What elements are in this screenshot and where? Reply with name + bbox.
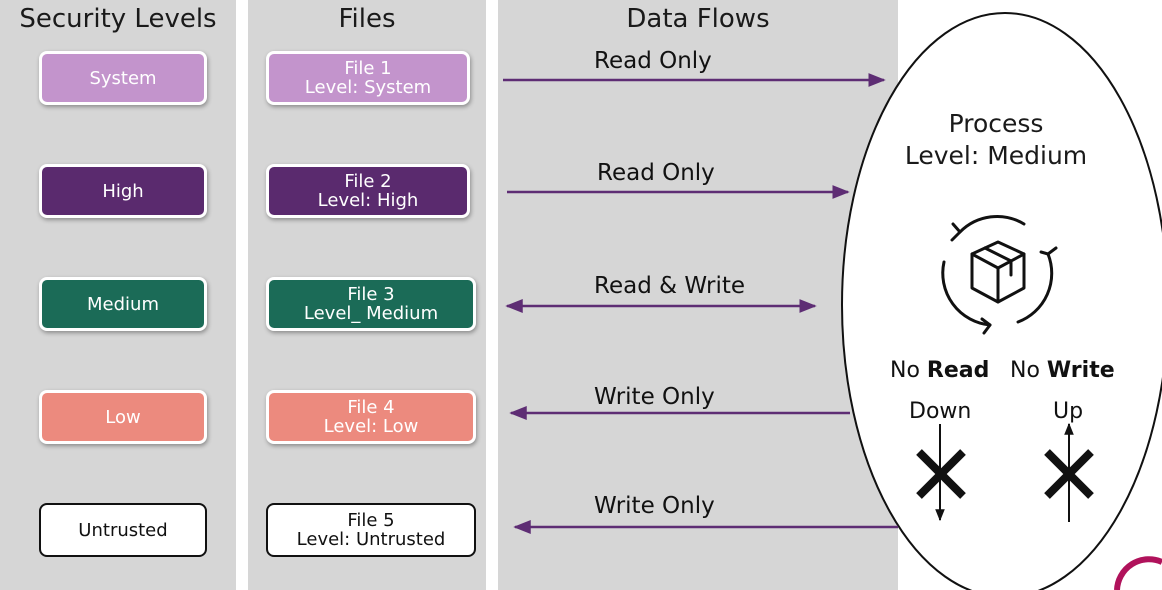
file-level: Level_ Medium [303,303,439,324]
data-flows-column: Data Flows [498,0,898,590]
files-title: Files [338,4,396,34]
flow-label-2: Read Only [597,160,715,186]
level-label: System [89,67,157,89]
level-box-high: High [39,164,207,218]
file-level: Level: High [317,190,419,211]
level-box-low: Low [39,390,207,444]
file-level: Level: System [304,77,432,98]
file-name: File 4 [347,397,395,418]
level-box-medium: Medium [39,277,207,331]
file-level: Level: Low [323,416,419,437]
file-name: File 3 [347,284,395,305]
level-box-system: System [39,51,207,105]
process-ellipse [841,12,1162,590]
file-name: File 5 [347,510,395,531]
level-box-untrusted: Untrusted [39,503,207,557]
level-label: Medium [87,293,159,315]
rotating-box-icon [941,214,1058,335]
security-levels-title: Security Levels [19,4,217,34]
rule-emphasis: Read [926,358,990,383]
write-rule-direction: Up [1053,399,1084,424]
rule-prefix: No [890,358,927,383]
no-write-rule: No Write [1010,358,1115,384]
process-title: Process [948,109,1044,138]
data-flows-title: Data Flows [626,4,770,34]
flow-label-1: Read Only [594,48,712,74]
flow-label-5: Write Only [594,493,715,519]
logo-fragment [1114,556,1162,590]
file-name: File 1 [344,58,392,79]
flow-label-3: Read & Write [594,273,746,299]
file-level: Level: Untrusted [296,529,446,550]
rule-prefix: No [1010,358,1047,383]
cross-icon [1044,449,1094,499]
rule-emphasis: Write [1046,358,1115,383]
level-label: High [102,180,144,202]
no-read-rule: No Read [890,358,989,384]
level-label: Low [105,406,141,428]
cross-icon [916,449,966,499]
read-rule-direction: Down [909,399,972,424]
file-name: File 2 [344,171,392,192]
level-label: Untrusted [78,519,168,541]
flow-label-4: Write Only [594,384,715,410]
process-level: Level: Medium [904,141,1088,170]
